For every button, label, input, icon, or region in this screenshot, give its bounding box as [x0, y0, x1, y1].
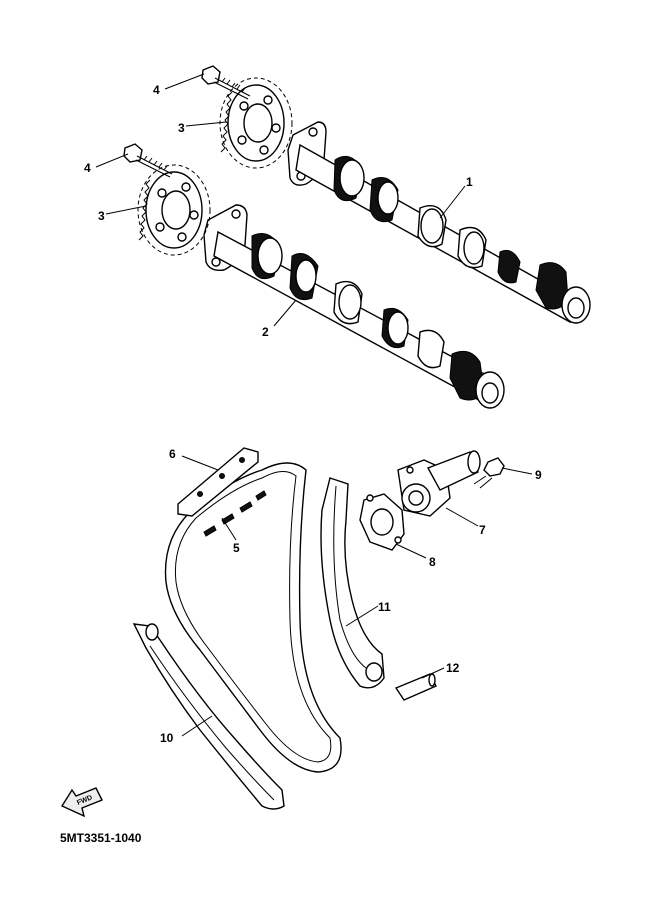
sprocket-bolt-lower: [123, 143, 173, 178]
callout-3-lower: 3: [98, 209, 105, 223]
chain-tensioner: [397, 450, 481, 517]
callout-2: 2: [262, 325, 269, 339]
callout-7: 7: [479, 523, 486, 537]
camshaft-2: [203, 204, 505, 409]
guide-pin: [394, 673, 437, 701]
cam-sprocket-lower: [137, 164, 211, 256]
chain-guide-exhaust-side: [132, 623, 285, 810]
tensioner-gasket: [359, 493, 405, 551]
callout-6: 6: [169, 447, 176, 461]
callout-12: 12: [446, 661, 460, 675]
callout-10: 10: [160, 731, 174, 745]
callout-11: 11: [378, 600, 391, 614]
leader-lines: [95, 73, 533, 737]
tensioner-bolt: [473, 457, 505, 489]
chain-guide-tensioner-side: [320, 477, 385, 689]
sprocket-bolt-upper: [201, 65, 251, 100]
chain-guide-top: [177, 447, 259, 517]
drawing-code: 5MT3351-1040: [60, 831, 142, 845]
callout-5: 5: [233, 541, 240, 555]
callout-1: 1: [466, 175, 473, 189]
callout-8: 8: [429, 555, 436, 569]
timing-chain: [164, 462, 342, 773]
callout-3-upper: 3: [178, 121, 185, 135]
forward-arrow-icon: FWD: [60, 787, 103, 818]
callout-4-upper: 4: [153, 83, 160, 97]
callout-4-lower: 4: [84, 161, 91, 175]
cam-sprocket-upper: [219, 77, 293, 169]
camshaft-1: [287, 121, 591, 324]
callout-9: 9: [535, 468, 542, 482]
